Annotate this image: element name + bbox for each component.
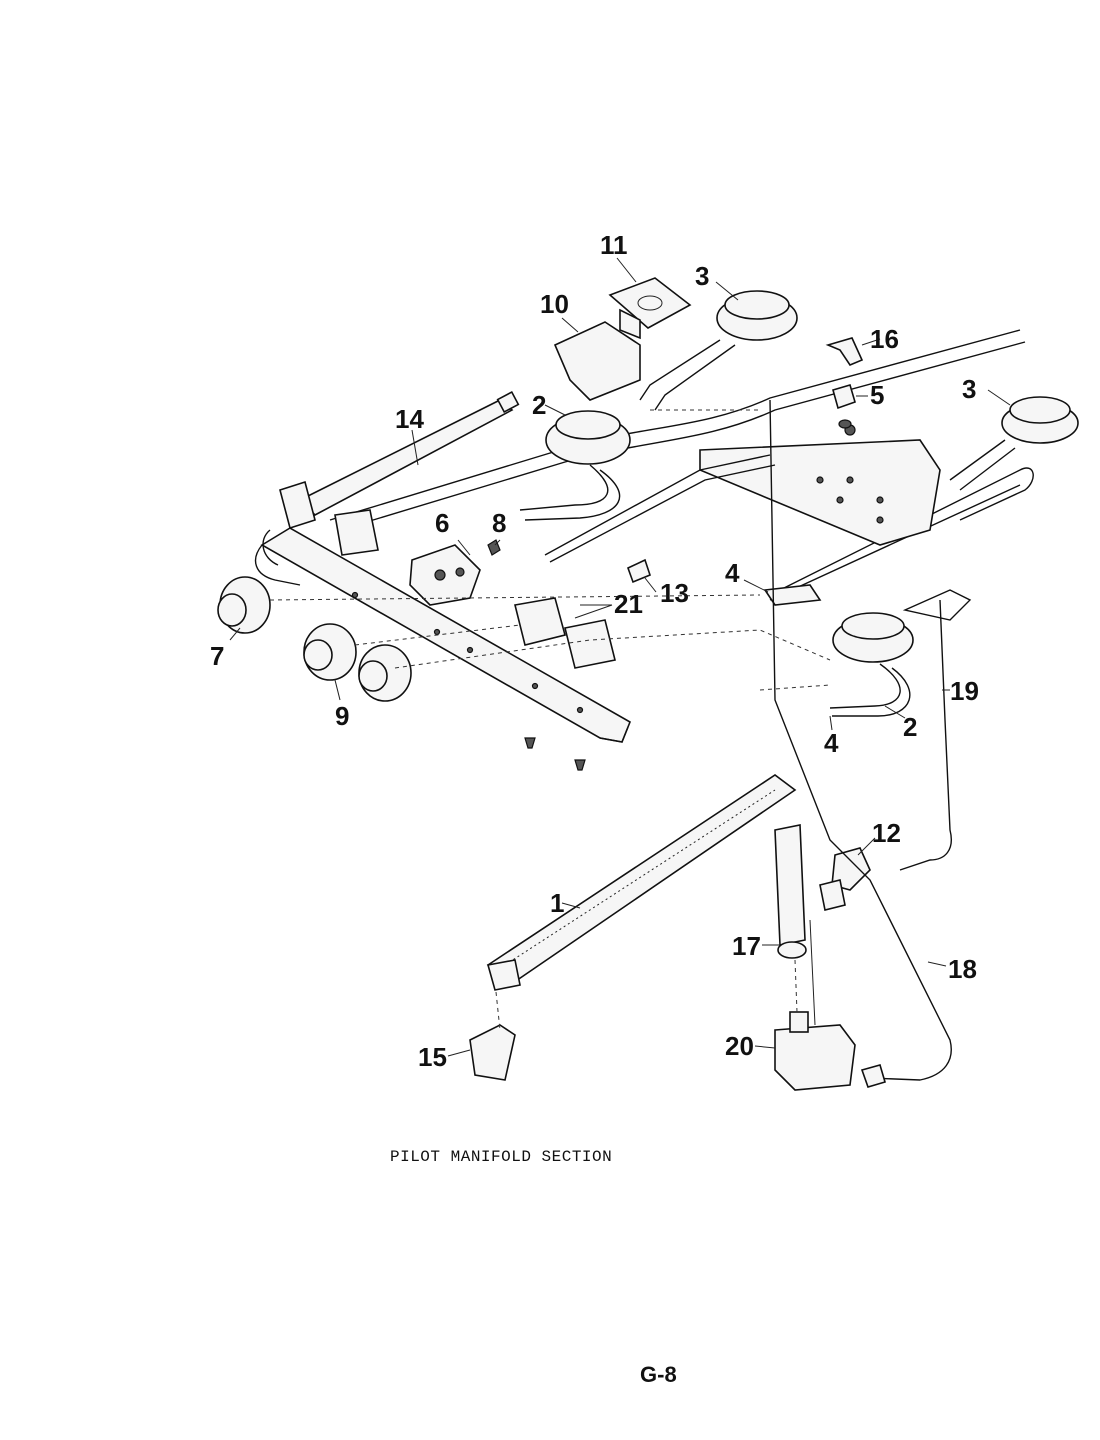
part-4-thermocouple-tube [544,454,822,606]
callout-21: 21 [614,589,643,619]
callout-labels: 11 3 10 16 3 5 2 14 6 8 4 13 21 7 9 19 4… [210,230,979,1072]
part-17-bracket [469,1024,516,1081]
callout-17: 15 [418,1042,447,1072]
mounting-screws [524,737,586,771]
callout-11: 12 [872,818,901,848]
callout-15: 16 [870,324,899,354]
part-15-clip [825,337,864,366]
page-number: G-8 [640,1362,677,1387]
part-5-orifice [832,384,856,429]
part-18-19-pilot-tubes [769,399,952,1088]
burner-front-left [519,410,631,521]
part-10-bracket [553,321,641,401]
alignment-lines [269,409,831,1031]
part-14-pilot-bracket [608,277,692,340]
burner-front-right [829,589,972,717]
part-11-pilot-burner [819,847,871,911]
callout-14: 11 [600,230,628,260]
callout-3b: 3 [962,374,976,404]
callout-3a: 3 [695,261,709,291]
part-13-manifold-pipe [279,390,520,530]
part-9-knob-a [303,623,357,681]
callout-6: 6 [435,508,449,538]
part-1-oven-burner [486,774,797,991]
part-16-venturi-tube [774,824,807,959]
callout-12: 13 [660,578,689,608]
callout-10: 10 [540,289,569,319]
callout-2b: 2 [903,712,917,742]
callout-8: 8 [492,508,506,538]
part-20-safety-valve [774,1011,856,1091]
callout-7: 7 [210,641,224,671]
callout-4b: 4 [824,728,839,758]
callout-18: 18 [948,954,977,984]
callout-9: 9 [335,701,349,731]
callout-2a: 2 [532,390,546,420]
diagram-caption: PILOT MANIFOLD SECTION [390,1148,613,1166]
callout-4a: 4 [725,558,740,588]
part-9-knob-b [358,644,412,702]
callout-1: 1 [550,888,564,918]
part-8-screw [487,539,501,556]
burner-rear-right [949,396,1079,491]
burner-rear-left [639,290,798,411]
part-7-knob [217,576,271,634]
callout-5: 5 [870,380,884,410]
leader-lines [229,257,1011,1057]
callout-16: 17 [732,931,761,961]
callout-20: 20 [725,1031,754,1061]
callout-13: 14 [395,404,424,434]
part-21-valves [334,509,616,669]
part-12-fitting [627,558,651,584]
callout-19: 19 [950,676,979,706]
